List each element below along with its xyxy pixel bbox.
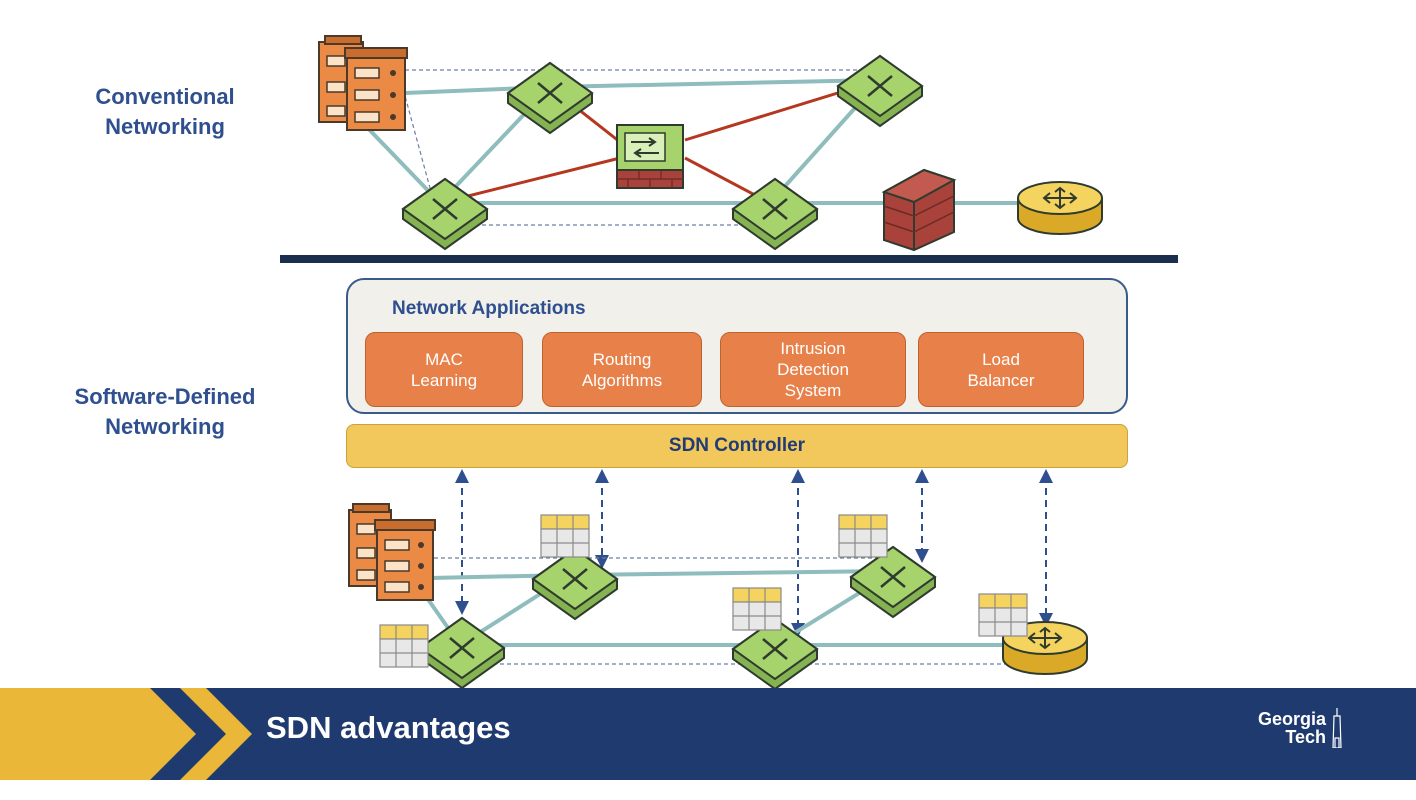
logo-line-2: Tech (1285, 727, 1326, 747)
switch-icon (531, 547, 619, 621)
middlebox-icon (616, 124, 684, 189)
switch-icon (836, 54, 924, 128)
flow-table-icon (978, 593, 1028, 637)
switch-icon (731, 177, 819, 251)
switch-icon (418, 616, 506, 690)
server-icon (348, 503, 436, 601)
title-banner: SDN advantages Georgia Tech (0, 688, 1416, 780)
flow-table-icon (838, 514, 888, 558)
switch-icon (506, 61, 594, 135)
app-routing-algorithms: Routing Algorithms (542, 332, 702, 407)
server-icon (318, 35, 408, 131)
tower-icon (1332, 708, 1342, 748)
flow-table-icon (540, 514, 590, 558)
network-diagram (280, 35, 1178, 690)
control-arrows (455, 469, 1053, 637)
logo-line-1: Georgia (1257, 709, 1326, 729)
switch-icon (731, 617, 819, 690)
app-load-balancer: Load Balancer (918, 332, 1084, 407)
section-divider (280, 255, 1178, 263)
flow-table-icon (379, 624, 429, 668)
slide-title: SDN advantages (266, 710, 511, 745)
network-applications-title: Network Applications (392, 298, 586, 319)
chevron-icon (0, 688, 252, 780)
conventional-networking-label: Conventional Networking (95, 84, 235, 139)
app-intrusion-detection: Intrusion Detection System (720, 332, 906, 407)
switch-icon (401, 177, 489, 251)
sdn-controller-bar: SDN Controller (346, 424, 1128, 468)
app-mac-learning: MAC Learning (365, 332, 523, 407)
switch-icon (849, 545, 937, 619)
georgia-tech-logo: Georgia Tech (1230, 708, 1350, 758)
flow-table-icon (732, 587, 782, 631)
router-icon (1017, 181, 1103, 235)
network-applications-box: Network Applications MAC Learning Routin… (346, 278, 1128, 414)
sdn-networking-label: Software-Defined Networking (74, 384, 256, 439)
firewall-icon (881, 168, 957, 252)
